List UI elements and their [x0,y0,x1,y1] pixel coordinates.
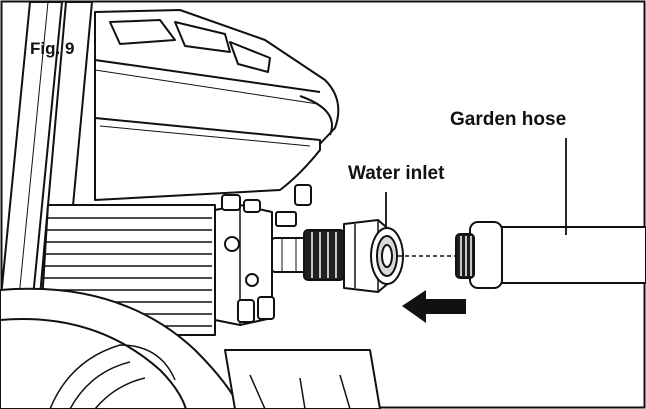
hose-body [499,226,646,284]
water-inlet-connector [303,219,404,293]
inlet-collar [303,229,345,281]
garden-hose [455,221,646,289]
engine-tray [94,117,321,201]
figure-label: Fig. 9 [30,39,75,58]
wheel-inner [0,318,187,409]
garden-hose-label: Garden hose [450,109,567,130]
direction-arrow-icon [402,290,466,323]
base-plate [224,349,381,409]
water-inlet-label: Water inlet [348,163,445,184]
pressure-washer [0,1,381,409]
pump-inlet-nipple [271,237,309,273]
